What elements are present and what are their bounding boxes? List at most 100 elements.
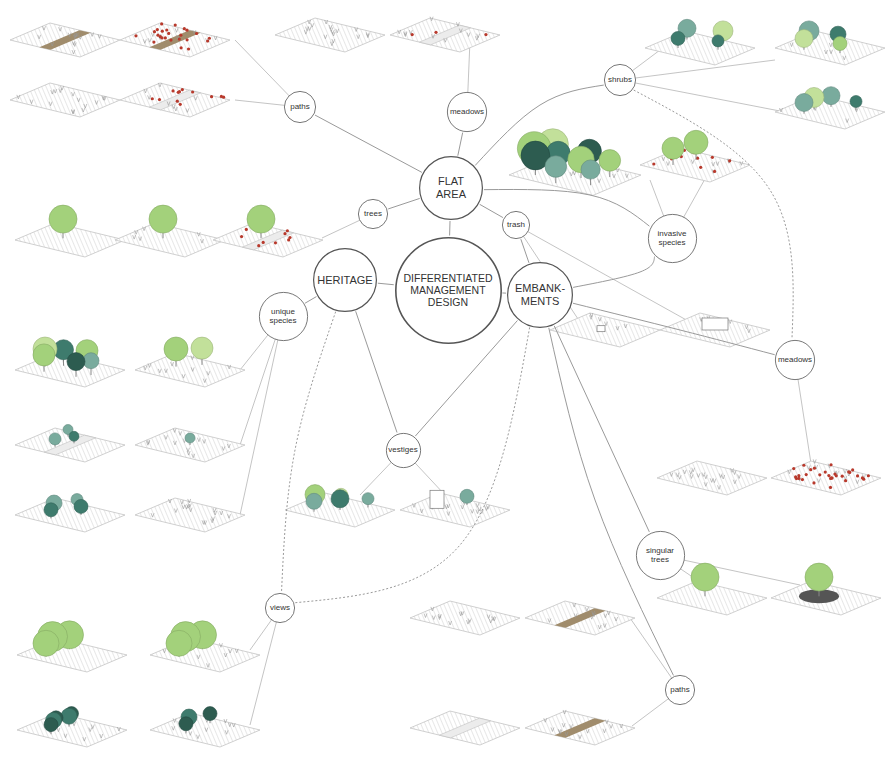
- grass-tuft: [471, 509, 474, 513]
- grass-tuft: [563, 710, 566, 714]
- tree-crown: [691, 563, 719, 591]
- node-label: HERITAGE: [317, 274, 372, 287]
- tree-crown: [850, 96, 862, 108]
- leader-line: [250, 608, 280, 725]
- grass-tuft: [189, 731, 192, 735]
- connector: [356, 311, 397, 432]
- grass-tuft: [573, 603, 576, 607]
- grass-tuft: [91, 32, 94, 36]
- grass-tuft: [745, 325, 748, 329]
- grass-tuft: [191, 356, 194, 360]
- grass-tuft: [187, 448, 190, 452]
- grass-tuft: [213, 508, 216, 512]
- grass-tuft: [747, 329, 750, 333]
- grass-tuft: [713, 479, 716, 483]
- tile-hatch: [657, 461, 767, 495]
- grass-tuft: [733, 480, 736, 484]
- tile-illustration: [15, 205, 125, 257]
- flower-dot: [167, 32, 170, 35]
- flower-dot: [158, 98, 161, 101]
- tree-crown: [795, 94, 813, 112]
- grass-tuft: [616, 326, 619, 330]
- topic-circle: views: [265, 593, 295, 623]
- tile-ground: [657, 461, 767, 495]
- flower-dot: [169, 38, 172, 41]
- tile-hatch: [135, 353, 245, 387]
- flower-dot: [856, 474, 859, 477]
- tile-ground: [645, 31, 755, 65]
- grass-tuft: [212, 517, 215, 521]
- flower-dot: [728, 159, 731, 162]
- grass-tuft: [719, 474, 722, 478]
- grass-tuft: [704, 482, 707, 486]
- grass-tuft: [148, 363, 151, 367]
- grass-tuft: [829, 43, 832, 47]
- grass-tuft: [438, 615, 441, 619]
- grass-tuft: [697, 473, 700, 477]
- grass-tuft: [117, 727, 120, 731]
- connector: [305, 297, 316, 304]
- grass-tuft: [207, 371, 210, 375]
- topic-circle: paths: [284, 91, 316, 123]
- tile-ground: [135, 353, 245, 387]
- grass-tuft: [559, 730, 562, 734]
- grass-tuft: [135, 230, 138, 234]
- grass-tuft: [77, 98, 80, 102]
- tree-crown: [662, 137, 684, 159]
- flower-dot: [812, 481, 815, 484]
- grass-tuft: [398, 30, 401, 34]
- grass-tuft: [330, 42, 333, 46]
- grass-tuft: [59, 27, 62, 31]
- grass-tuft: [148, 38, 151, 42]
- path-band: [439, 718, 490, 738]
- flower-dot: [711, 156, 714, 159]
- grass-tuft: [219, 643, 222, 647]
- grass-tuft: [192, 454, 195, 458]
- grass-tuft: [574, 613, 577, 617]
- grass-tuft: [544, 718, 547, 722]
- tile-ground: [15, 498, 125, 532]
- tile-hatch: [10, 83, 120, 117]
- circle-shape: [386, 433, 420, 467]
- tile-illustration: [285, 485, 395, 527]
- tile-illustration: [640, 130, 750, 182]
- grass-tuft: [197, 232, 200, 236]
- tree-crown: [33, 630, 59, 656]
- circle-shape: [265, 593, 294, 622]
- tree-crown: [306, 493, 322, 509]
- grass-tuft: [336, 29, 339, 33]
- grass-tuft: [194, 96, 197, 100]
- flower-dot: [153, 30, 156, 33]
- grass-tuft: [598, 179, 601, 183]
- tree-crown: [185, 433, 195, 443]
- circle-shape: [604, 64, 635, 95]
- flower-dot: [847, 470, 850, 473]
- flower-dot: [484, 33, 487, 36]
- tile-hatch: [645, 31, 755, 65]
- flower-dot: [171, 89, 174, 92]
- grass-tuft: [598, 625, 601, 629]
- flower-dot: [713, 170, 716, 173]
- tree-crown: [795, 30, 813, 48]
- flower-dot: [206, 39, 209, 42]
- grass-tuft: [710, 478, 713, 482]
- flower-dot: [835, 474, 838, 477]
- flower-dot: [802, 464, 805, 467]
- circle-shape: [508, 263, 573, 328]
- grass-tuft: [232, 723, 235, 727]
- grass-tuft: [444, 38, 447, 42]
- grass-tuft: [201, 239, 204, 243]
- grass-tuft: [189, 508, 192, 512]
- flower-dot: [801, 478, 804, 481]
- grass-tuft: [625, 174, 628, 178]
- grass-tuft: [733, 470, 736, 474]
- grass-tuft: [590, 315, 593, 319]
- flower-dot: [160, 22, 163, 25]
- tile-illustration: [150, 707, 260, 747]
- flower-dot: [185, 38, 188, 41]
- flower-dot: [180, 46, 183, 49]
- grass-tuft: [548, 618, 551, 622]
- grass-tuft: [172, 105, 175, 109]
- grass-tuft: [182, 374, 185, 378]
- tree-crown: [460, 489, 474, 503]
